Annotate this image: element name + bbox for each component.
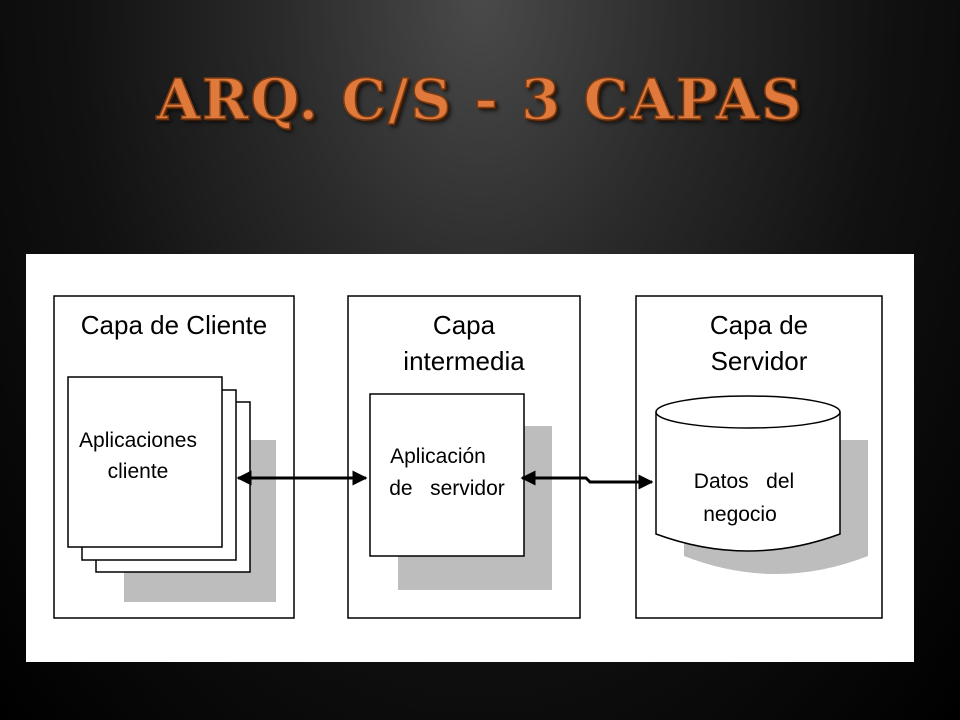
- client-component-line-2: cliente: [108, 460, 169, 483]
- connector-middle-server: [520, 470, 654, 490]
- architecture-diagram: Capa de Cliente Aplicaciones cliente Cap…: [53, 295, 883, 619]
- layer-server-title-line-2: Servidor: [711, 346, 808, 376]
- server-component-line-2: negocio: [703, 503, 777, 526]
- client-page-front: [67, 376, 223, 548]
- layer-middle-title-line-2: intermedia: [403, 346, 525, 376]
- slide-title: ARQ. C/S - 3 CAPAS: [156, 67, 804, 133]
- middle-component-line-1: Aplicación: [390, 445, 486, 468]
- middle-component-line-2: de servidor: [389, 477, 505, 500]
- server-app-box: [369, 393, 525, 557]
- diagram-panel: Capa de Cliente Aplicaciones cliente Cap…: [26, 254, 914, 662]
- client-component-line-1: Aplicaciones: [79, 429, 197, 452]
- layer-middle-title-line-1: Capa: [433, 310, 496, 340]
- database-cylinder-top: [655, 395, 841, 429]
- layer-client-title: Capa de Cliente: [81, 310, 267, 340]
- database-cylinder-body: [655, 412, 841, 552]
- layer-server-title-line-1: Capa de: [710, 310, 808, 340]
- layer-server: Capa de Servidor Datos del negocio: [635, 295, 883, 619]
- layer-middle: Capa intermedia Aplicación de servidor: [347, 295, 581, 619]
- server-component-line-1: Datos del: [694, 470, 794, 493]
- layer-client: Capa de Cliente Aplicaciones cliente: [53, 295, 295, 619]
